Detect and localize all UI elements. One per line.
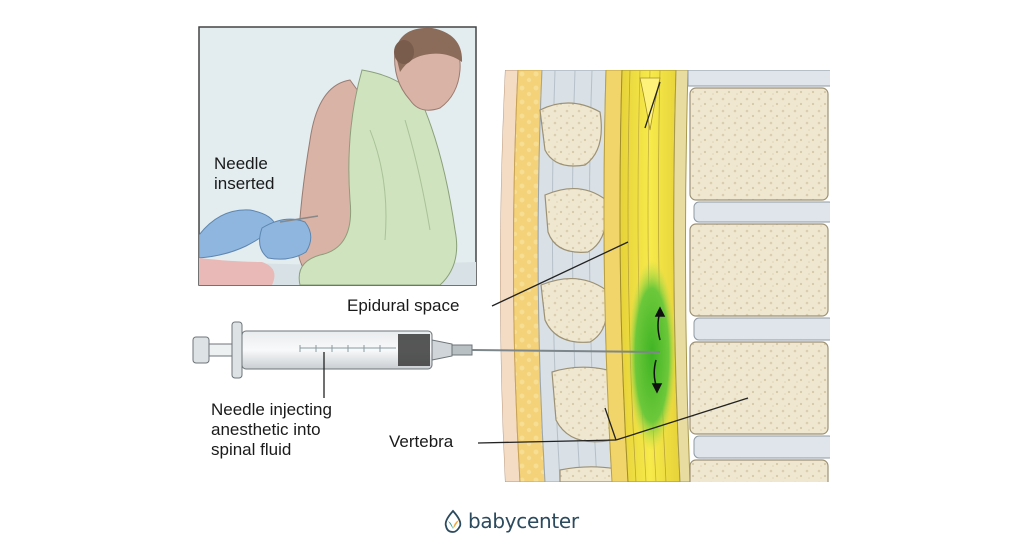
intervertebral-disc [693,435,830,459]
vertebral-body [689,87,829,201]
vertebral-body [689,223,829,317]
spine-section [500,70,830,482]
sprout-drop-icon [444,509,462,533]
vertebral-body [689,341,829,435]
anesthetic-spread [628,260,676,450]
babycenter-logo: babycenter [442,509,579,533]
gloved-hands [199,209,319,285]
intervertebral-disc [693,317,830,341]
spinous-process [539,102,602,167]
label-needle-inserted: Needle inserted [214,154,275,193]
spread-arrows [651,306,666,394]
syringe [192,321,661,379]
vertebral-body [689,459,829,482]
needle [471,349,661,353]
label-needle-injecting: Needle injecting anesthetic into spinal … [211,400,332,459]
leader-lines [323,81,749,444]
spinous-process [544,187,608,253]
patient-head [394,27,463,111]
logo-text: babycenter [468,509,579,533]
patient-inset [198,26,477,286]
label-epidural-space: Epidural space [347,296,460,315]
intervertebral-disc [693,201,830,223]
label-vertebra: Vertebra [389,432,454,451]
